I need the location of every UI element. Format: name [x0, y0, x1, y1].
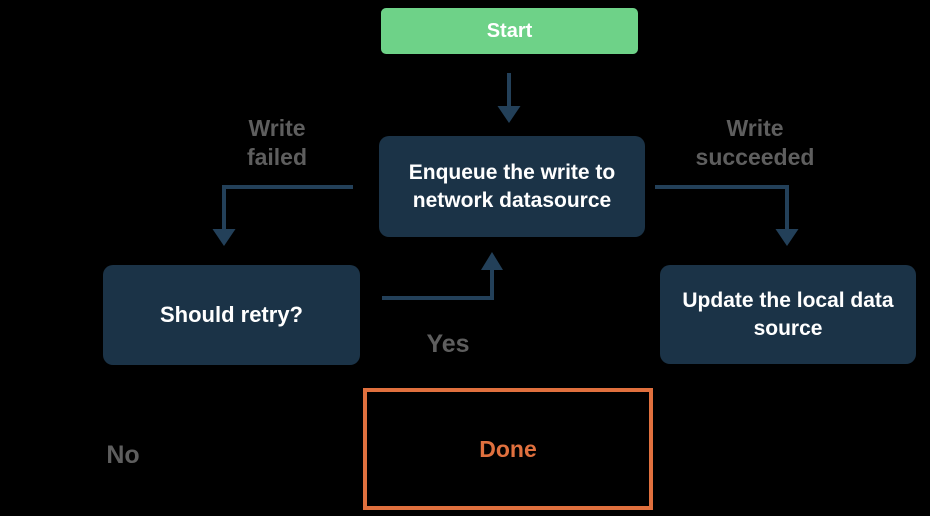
arrow-head-icon	[497, 106, 521, 123]
edge-label-write-failed: Write failed	[246, 115, 308, 170]
arrow-write-succeeded	[655, 185, 799, 246]
node-update-local-datasource: Update the local data source	[660, 265, 916, 364]
edge-label-no: No	[106, 441, 140, 469]
node-enqueue-write: Enqueue the write to network datasource	[379, 136, 645, 237]
arrow-write-failed	[212, 185, 353, 246]
arrow-yes-retry	[382, 252, 503, 300]
node-should-retry: Should retry?	[103, 265, 360, 365]
arrow-start-to-enqueue	[497, 73, 521, 123]
arrow-head-icon	[481, 252, 503, 270]
arrow-line	[382, 269, 494, 300]
arrow-line	[655, 185, 789, 230]
node-start: Start	[381, 8, 638, 54]
edge-label-write-succeeded: Write succeeded	[695, 115, 815, 170]
node-done: Done	[363, 388, 653, 510]
arrow-line	[222, 185, 353, 230]
arrow-head-icon	[212, 229, 236, 246]
arrow-head-icon	[775, 229, 799, 246]
edge-label-yes: Yes	[426, 330, 470, 358]
